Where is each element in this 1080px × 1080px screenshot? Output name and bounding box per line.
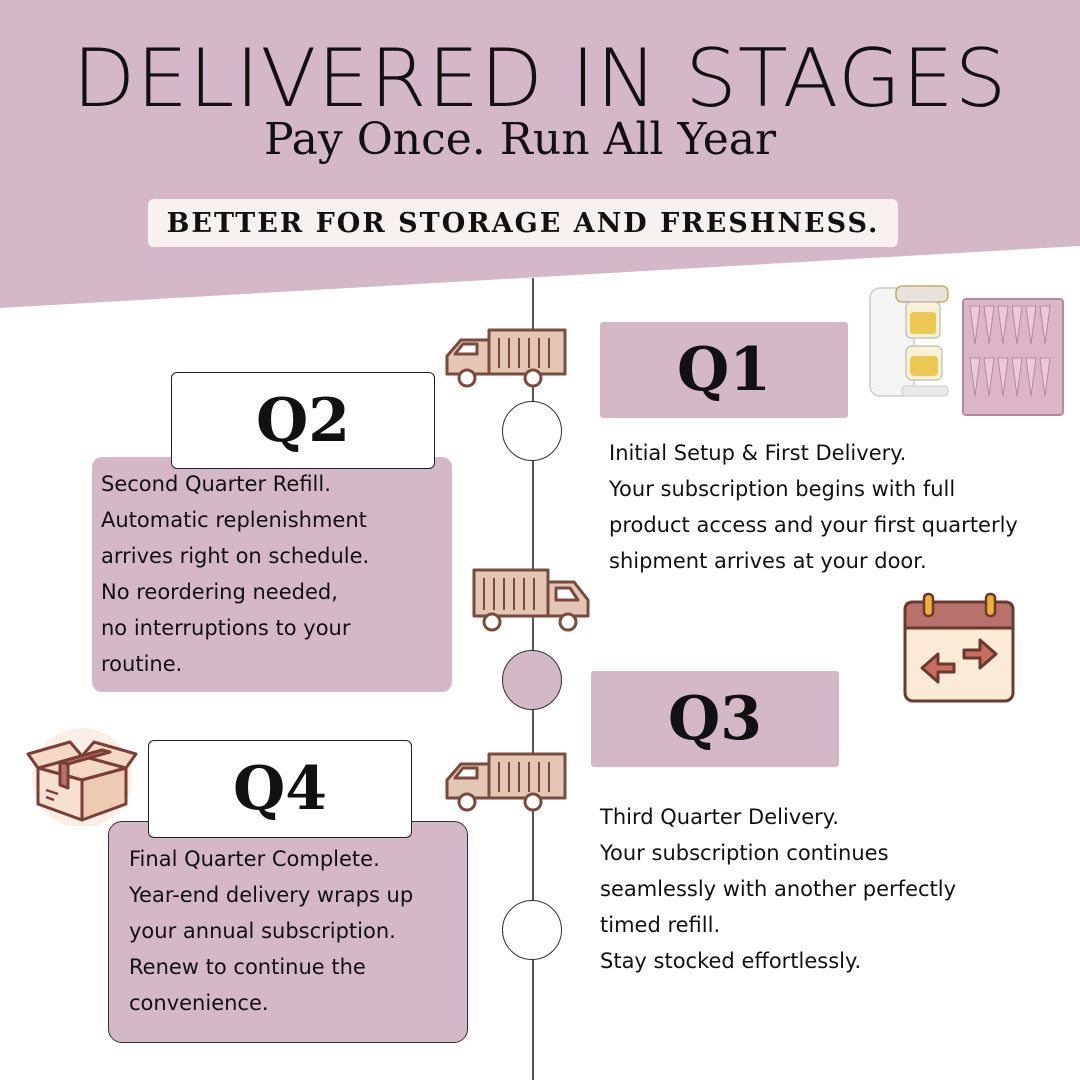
truck-icon <box>472 568 590 632</box>
stage-label-q3: Q3 <box>591 671 839 767</box>
stage-panel-q4 <box>108 821 468 1043</box>
stage-label-q1: Q1 <box>600 322 848 418</box>
stage-description-q2: Second Quarter Refill. Automatic repleni… <box>101 466 451 682</box>
stage-body-q1: Your subscription begins with full produ… <box>609 477 1018 573</box>
tagline-badge: BETTER FOR STORAGE AND FRESHNESS. <box>148 199 898 247</box>
calendar-icon <box>903 592 1015 703</box>
stage-body-q4: Year-end delivery wraps up your annual s… <box>129 883 414 1015</box>
stage-title-q1: Initial Setup & First Delivery. <box>609 441 907 465</box>
stage-label-q4: Q4 <box>148 740 412 838</box>
timeline-node-q1 <box>502 401 562 461</box>
timeline-node-q2 <box>502 650 562 710</box>
stage-description-q4: Final Quarter Complete. Year-end deliver… <box>129 841 459 1021</box>
stage-panel-q2 <box>92 457 452 692</box>
page-title: DELIVERED IN STAGES <box>72 32 1008 125</box>
stage-description-q1: Initial Setup & First Delivery. Your sub… <box>609 435 1059 579</box>
stage-description-q3: Third Quarter Delivery. Your subscriptio… <box>600 799 1040 979</box>
product-pods-image <box>962 298 1064 416</box>
stage-title-q2: Second Quarter Refill. <box>101 472 331 496</box>
stage-body-q2: Automatic replenishment arrives right on… <box>101 508 370 676</box>
truck-icon <box>445 328 567 388</box>
box-icon <box>26 728 138 826</box>
stage-body-q3: Your subscription continues seamlessly w… <box>600 841 957 973</box>
product-machine-image <box>869 285 949 397</box>
truck-icon <box>445 752 567 812</box>
page-subtitle: Pay Once. Run All Year <box>264 114 776 165</box>
stage-label-q2: Q2 <box>171 372 435 469</box>
timeline-node-q3 <box>502 900 562 960</box>
stage-title-q3: Third Quarter Delivery. <box>600 805 839 829</box>
stage-title-q4: Final Quarter Complete. <box>129 847 380 871</box>
